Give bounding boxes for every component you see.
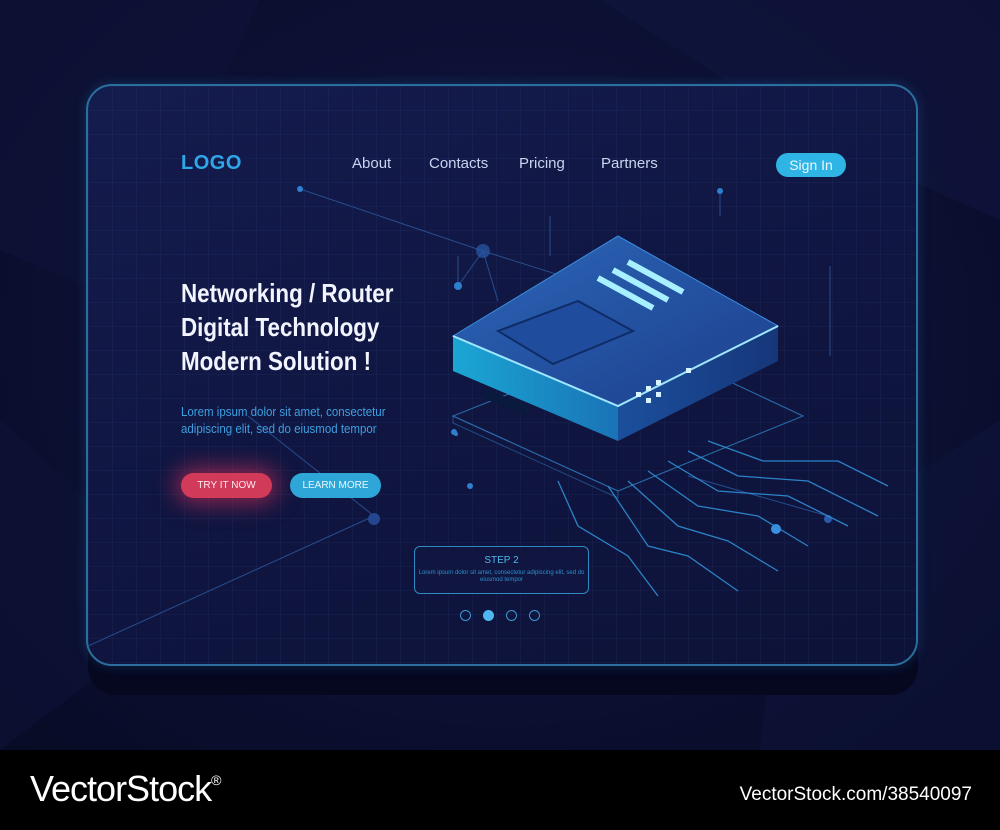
nav-about[interactable]: About (352, 155, 392, 172)
circuit-lines-icon (557, 440, 889, 597)
nav-pricing[interactable]: Pricing (519, 155, 565, 172)
router-port (483, 388, 528, 416)
try-it-now-button[interactable]: TRY IT NOW (181, 473, 272, 498)
description-line: adipiscing elit, sed do eiusmod tempor (181, 422, 377, 436)
learn-more-button[interactable]: LEARN MORE (290, 473, 381, 498)
pager-dot[interactable] (529, 610, 540, 621)
nav-partners[interactable]: Partners (601, 155, 658, 172)
pager-dot-active[interactable] (483, 610, 494, 621)
headline-line: Modern Solution ! (181, 346, 372, 376)
router-front-right (618, 326, 778, 441)
step-card: STEP 2 Lorem ipsum dolor sit amet, conse… (414, 546, 589, 594)
network-lines (88, 188, 831, 647)
step-title: STEP 2 (484, 555, 519, 566)
headline-line: Networking / Router (181, 278, 394, 308)
router-front-left (453, 336, 618, 441)
image-id: VectorStock.com/38540097 (739, 784, 972, 805)
nav-contacts[interactable]: Contacts (429, 155, 489, 172)
step-description-line: Lorem ipsum dolor sit amet, consectetur … (418, 570, 585, 576)
sign-in-button[interactable]: Sign In (776, 153, 846, 177)
step-description: Lorem ipsum dolor sit amet, consectetur … (415, 570, 588, 584)
landing-card: LOGO About Contacts Pricing Partners Sig… (86, 84, 918, 666)
router-vents (596, 259, 685, 311)
router-illustration (88, 186, 889, 647)
headline-line: Digital Technology (181, 312, 380, 342)
hero-description: Lorem ipsum dolor sit amet, consectetur … (181, 404, 386, 438)
pager-dot[interactable] (506, 610, 517, 621)
watermark-bar: VectorStock® VectorStock.com/38540097 (0, 750, 1000, 830)
logo[interactable]: LOGO (181, 152, 242, 174)
pager-dot[interactable] (460, 610, 471, 621)
brand-name: VectorStock (30, 768, 212, 809)
vectorstock-logo: VectorStock® (30, 768, 221, 810)
router-leds (636, 368, 691, 403)
network-nodes (297, 186, 832, 534)
registered-mark: ® (211, 772, 221, 788)
router-screen (495, 299, 636, 366)
router-edge-highlight (452, 325, 779, 408)
step-description-line: eiusmod tempor (479, 577, 524, 583)
hero-headline: Networking / Router Digital Technology M… (181, 276, 439, 378)
description-line: Lorem ipsum dolor sit amet, consectetur (181, 405, 386, 419)
